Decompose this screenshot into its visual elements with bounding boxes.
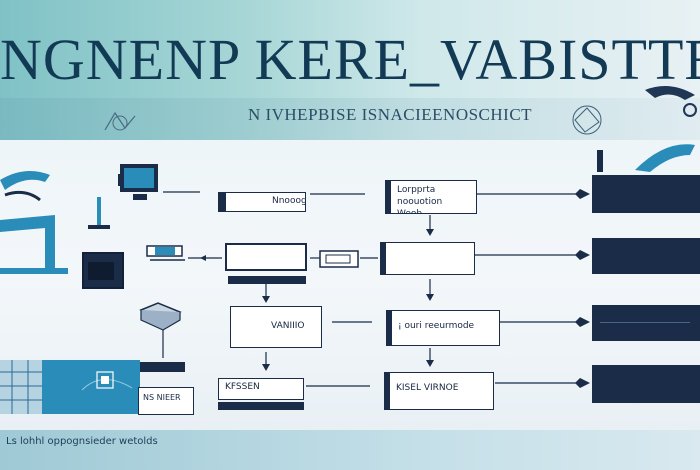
flow-box-col1-1[interactable]: Nnoooge: [218, 192, 306, 212]
flow-box-col2-1[interactable]: Lorpprta noouotion Weob.: [385, 180, 477, 214]
flow-box-col3-4[interactable]: [592, 365, 700, 403]
folder-icon: [139, 302, 182, 331]
flow-box-col1-3[interactable]: VANIIIO: [230, 306, 322, 348]
flow-box-col2-4[interactable]: KISEL VIRNOE: [384, 372, 494, 410]
flow-box-col1-2-base: [228, 276, 306, 284]
circuit-icon: [81, 371, 133, 391]
flow-box-col2-2[interactable]: [380, 242, 475, 275]
flow-box-col1-3-label: VANIIIO: [271, 321, 305, 331]
device-icon: [146, 245, 185, 261]
banner-scribble-left-icon: [104, 111, 136, 131]
flow-box-col3-3[interactable]: [592, 305, 700, 341]
flow-box-col1-2[interactable]: [225, 243, 307, 271]
flow-box-col1-4[interactable]: KFSSEN: [218, 378, 304, 400]
header-band: [0, 98, 700, 140]
dark-screen-inner: [88, 262, 114, 280]
small-device-icon: [319, 250, 359, 268]
city-grid-icon: [0, 360, 42, 414]
stand-icon: [88, 197, 110, 229]
flow-box-col2-3[interactable]: ¡ ouri reeurmode: [386, 310, 500, 346]
flow-box-col2-3-label: ¡ ouri reeurmode: [398, 321, 475, 331]
flow-box-col2-4-label: KISEL VIRNOE: [396, 383, 459, 393]
wave-sculpture-icon: [0, 171, 50, 202]
page-title: NGNENP KERE_VABISTTEC: [0, 30, 700, 90]
shark-fin-icon: [597, 144, 695, 172]
monitor-icon: [118, 164, 158, 200]
flow-box-col1-1-label: Nnoooge: [272, 196, 305, 206]
flow-box-col3-3-line: [600, 322, 690, 323]
footer-bar: [0, 430, 700, 470]
flow-box-col3-1[interactable]: [592, 175, 700, 213]
flow-box-col2-1-label: Lorpprta noouotion Weob.: [397, 185, 443, 214]
arch-structure-icon: [0, 215, 68, 274]
device-label-tag: NS NIEER: [138, 387, 194, 415]
flow-box-col1-4-label: KFSSEN: [225, 382, 260, 392]
teal-panel: [42, 360, 140, 414]
footer-caption: Ls lohhl oppognsieder wetolds: [6, 436, 158, 447]
page-subtitle: N IVHEPBISE ISNACIEENOSCHICT: [247, 105, 533, 124]
banner-scribble-right-icon: [572, 105, 602, 135]
bird-silhouette-icon: [645, 86, 697, 117]
dark-label-base: [140, 362, 185, 372]
flow-box-col3-2[interactable]: [592, 238, 700, 274]
flow-box-col1-4-base: [218, 402, 304, 410]
